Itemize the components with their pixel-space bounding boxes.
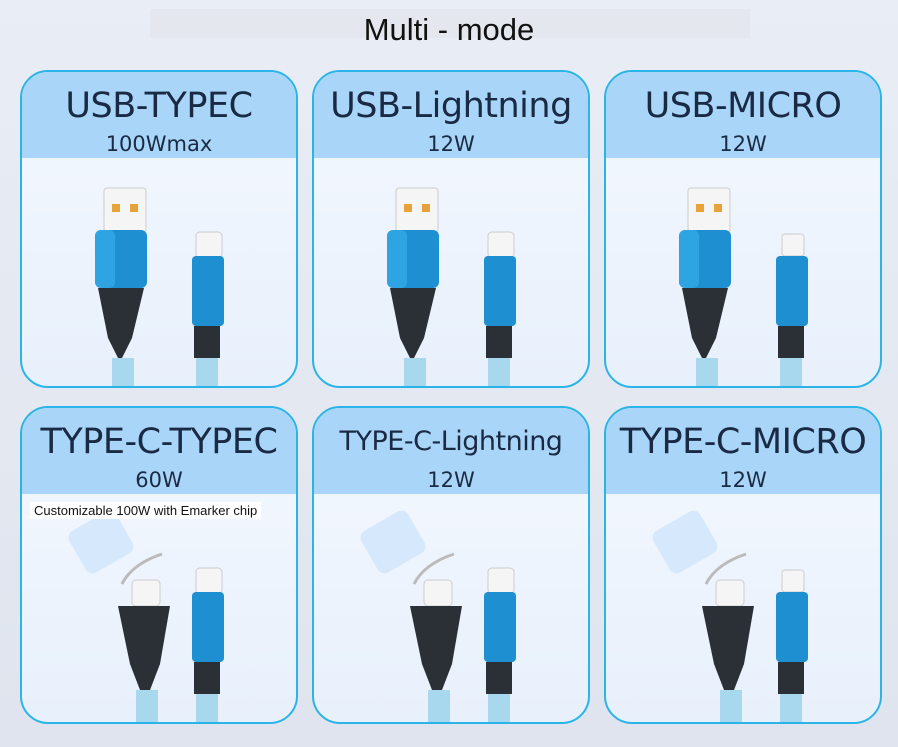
card-title: TYPE-C-TYPEC: [40, 422, 278, 462]
lightning-plug-icon: [484, 231, 516, 386]
usb-a-plug-icon: [679, 187, 731, 386]
card-power: 12W: [719, 132, 767, 156]
card-type-c-lightning: TYPE-C-Lightning 12W: [312, 406, 590, 724]
card-header: [314, 72, 588, 158]
card-header: [606, 72, 880, 158]
micro-usb-plug-icon: [776, 233, 808, 386]
cable-illustration: [652, 510, 808, 722]
usb-a-adapter-icon: [360, 510, 455, 585]
card-title: USB-MICRO: [644, 86, 842, 126]
title-band: [150, 9, 750, 38]
card-header: [22, 72, 296, 158]
card-title: TYPE-C-Lightning: [339, 426, 563, 457]
usb-a-plug-icon: [387, 187, 439, 386]
cable-illustration: [95, 187, 224, 386]
card-power: 60W: [135, 468, 183, 492]
card-header: [606, 408, 880, 494]
card-power: 100Wmax: [105, 132, 213, 156]
usb-c-plug-icon: [192, 231, 224, 386]
usb-c-adapter-plug-icon: [702, 579, 754, 722]
cable-illustration: [387, 187, 516, 386]
usb-c-adapter-plug-icon: [118, 579, 170, 722]
card-usb-micro: USB-MICRO 12W: [604, 70, 882, 388]
cable-illustration: [360, 510, 516, 722]
card-usb-typec: USB-TYPEC 100Wmax: [20, 70, 298, 388]
micro-usb-plug-icon: [776, 569, 808, 722]
page-title: Multi - mode: [363, 12, 535, 47]
card-type-c-typec: TYPE-C-TYPEC 60W Customizable 100W with …: [20, 406, 298, 724]
card-title: USB-TYPEC: [65, 86, 253, 126]
card-power: 12W: [427, 132, 475, 156]
card-title: TYPE-C-MICRO: [619, 422, 867, 462]
card-power: 12W: [427, 468, 475, 492]
card-header: [314, 408, 588, 494]
usb-a-plug-icon: [95, 187, 147, 386]
lightning-plug-icon: [484, 567, 516, 722]
card-type-c-micro: TYPE-C-MICRO 12W: [604, 406, 882, 724]
card-header: [22, 408, 296, 494]
usb-a-adapter-icon: [68, 510, 163, 585]
card-title: USB-Lightning: [330, 86, 572, 126]
usb-c-plug-icon: [192, 567, 224, 722]
card-usb-lightning: USB-Lightning 12W: [312, 70, 590, 388]
cable-illustration: [679, 187, 808, 386]
usb-c-adapter-plug-icon: [410, 579, 462, 722]
usb-a-adapter-icon: [652, 510, 747, 585]
card-note: Customizable 100W with Emarker chip: [30, 502, 262, 519]
card-power: 12W: [719, 468, 767, 492]
cable-illustration: [68, 510, 224, 722]
